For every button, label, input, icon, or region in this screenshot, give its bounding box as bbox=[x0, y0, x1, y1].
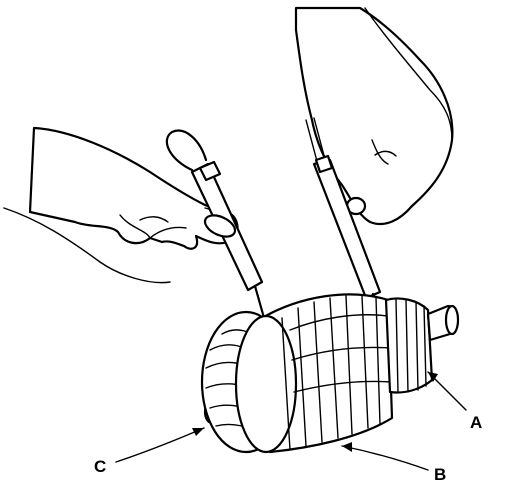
callout-c: C bbox=[94, 457, 106, 476]
callout-b-group: B bbox=[341, 442, 446, 484]
right-hand bbox=[294, 6, 454, 226]
callout-b: B bbox=[434, 465, 446, 484]
right-test-probe bbox=[305, 117, 384, 330]
armature bbox=[200, 293, 460, 454]
left-hand bbox=[3, 126, 239, 284]
callout-a: A bbox=[470, 413, 482, 432]
callout-a-group: A bbox=[427, 371, 482, 432]
callout-c-group: C bbox=[94, 427, 205, 476]
